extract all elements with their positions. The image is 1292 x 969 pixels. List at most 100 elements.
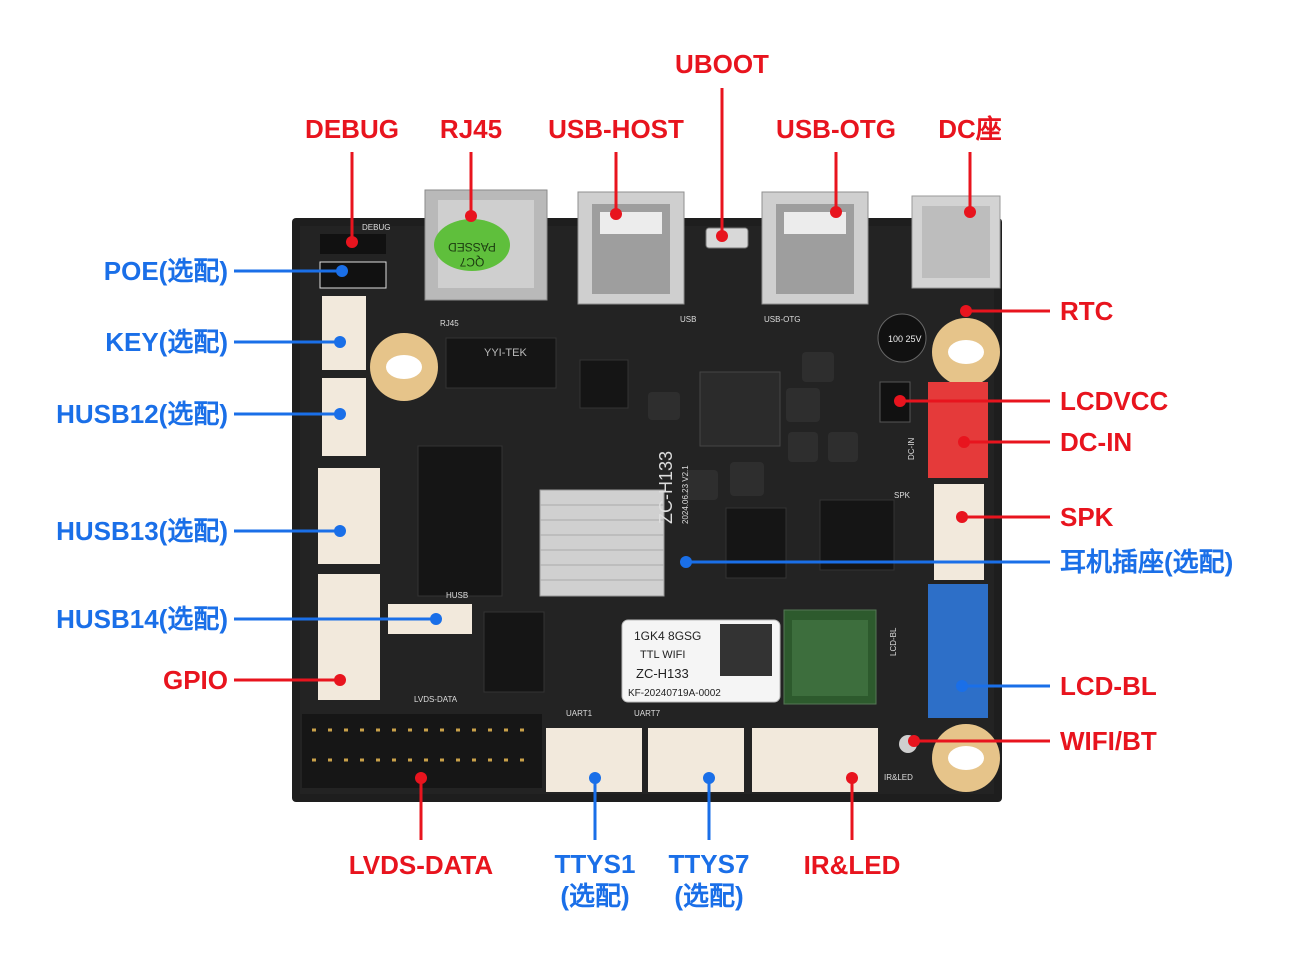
- label-ttys7-name: TTYS7: [668, 849, 750, 879]
- dot-ttys7: [703, 772, 715, 784]
- dot-wifi-bt: [908, 735, 920, 747]
- silk-date: 2024.06.23 V2.1: [681, 465, 690, 524]
- silk-yyitek: YYI-TEK: [484, 347, 527, 359]
- main-soc: [699, 371, 781, 447]
- qr-code: [720, 624, 772, 676]
- label-ttys1-optional: (选配): [560, 881, 630, 911]
- sticker-line-4: KF-20240719A-0002: [628, 688, 721, 699]
- callout-lines: [234, 88, 1050, 840]
- capacitor-text: 100 25V: [888, 334, 922, 344]
- silk-uart1: UART1: [566, 709, 593, 718]
- dot-headphone: [680, 556, 692, 568]
- dot-usb-host: [610, 208, 622, 220]
- silk-uart7: UART7: [634, 709, 661, 718]
- key-connector: [322, 296, 366, 370]
- label-lcd-bl: LCD-BL: [1060, 671, 1157, 701]
- label-dc-in: DC-IN: [1060, 427, 1133, 457]
- mounting-hole-left: [370, 333, 438, 401]
- label-husb12: HUSB12(选配): [56, 399, 228, 429]
- silk-irled: IR&LED: [884, 773, 913, 782]
- inductor-3: [788, 432, 818, 462]
- rj45-badge-text-2: QC7: [459, 255, 484, 269]
- dot-usb-otg: [830, 206, 842, 218]
- label-gpio: GPIO: [162, 665, 228, 695]
- mounting-hole-right-top: [932, 318, 1000, 386]
- usb-otg-port: [761, 191, 869, 305]
- dot-spk: [956, 511, 968, 523]
- dot-poe: [336, 265, 348, 277]
- dot-husb13: [334, 525, 346, 537]
- dot-uboot: [716, 230, 728, 242]
- dot-debug: [346, 236, 358, 248]
- silk-husb: HUSB: [446, 591, 468, 600]
- label-ttys1: TTYS1 (选配): [535, 848, 655, 912]
- dot-dc-in: [958, 436, 970, 448]
- chip-mid: [725, 507, 787, 579]
- ir-led-connector: [752, 728, 878, 792]
- mounting-hole-right-bottom: [932, 724, 1000, 792]
- silk-rj45: RJ45: [440, 319, 459, 328]
- chip-right: [819, 499, 895, 571]
- dot-husb12: [334, 408, 346, 420]
- label-usb-otg: USB-OTG: [776, 114, 896, 144]
- label-rj45: RJ45: [439, 114, 503, 144]
- dc-in-connector: [928, 382, 988, 478]
- dot-husb14: [430, 613, 442, 625]
- dot-ir-led: [846, 772, 858, 784]
- dc-socket: [911, 195, 1001, 289]
- spk-connector: [934, 484, 984, 580]
- silk-lvds: LVDS-DATA: [414, 695, 458, 704]
- sticker-line-2: TTL WIFI: [640, 649, 685, 661]
- inductor-5: [802, 352, 834, 382]
- dram-chip: [417, 445, 503, 597]
- inductor-6: [686, 470, 718, 500]
- inductor-1: [648, 392, 680, 420]
- silk-usb-otg: USB-OTG: [764, 315, 800, 324]
- label-dc-socket: DC座: [938, 114, 1002, 144]
- dot-lvds: [415, 772, 427, 784]
- dot-key: [334, 336, 346, 348]
- dot-rj45: [465, 210, 477, 222]
- label-uboot: UBOOT: [675, 49, 769, 79]
- label-debug: DEBUG: [305, 114, 399, 144]
- sticker-line-1: 1GK4 8GSG: [634, 629, 701, 643]
- label-poe: POE(选配): [103, 256, 228, 286]
- silk-debug: DEBUG: [362, 223, 390, 232]
- label-husb14: HUSB14(选配): [56, 604, 228, 634]
- inductor-4: [828, 432, 858, 462]
- dot-dc: [964, 206, 976, 218]
- heatsink: [539, 489, 665, 597]
- codec-chip: [579, 359, 629, 409]
- label-ttys7: TTYS7 (选配): [649, 848, 769, 912]
- label-usb-host: USB-HOST: [548, 114, 684, 144]
- label-lcdvcc: LCDVCC: [1060, 386, 1169, 416]
- dot-lcd-bl: [956, 680, 968, 692]
- silk-dc-in: DC-IN: [907, 438, 916, 460]
- dot-ttys1: [589, 772, 601, 784]
- callout-dots: [334, 206, 976, 784]
- dot-gpio: [334, 674, 346, 686]
- label-headphone: 耳机插座(选配): [1060, 547, 1234, 577]
- usb-host-port: [577, 191, 685, 305]
- phy-chip: [445, 337, 557, 389]
- rj45-jack: PASSED QC7: [424, 189, 548, 301]
- silk-spk: SPK: [894, 491, 911, 500]
- inductor-7: [730, 462, 764, 496]
- label-ir-led: IR&LED: [803, 850, 901, 880]
- label-husb13: HUSB13(选配): [56, 516, 228, 546]
- label-wifi-bt: WIFI/BT: [1060, 726, 1157, 756]
- emmc-chip: [483, 611, 545, 693]
- ttys7-connector: [648, 728, 744, 792]
- poe-header: [319, 261, 387, 289]
- silk-lcd-bl: LCD-BL: [889, 627, 898, 656]
- label-spk: SPK: [1060, 502, 1114, 532]
- label-lvds-data: LVDS-DATA: [348, 850, 494, 880]
- electrolytic-capacitor: [877, 313, 927, 363]
- inductor-2: [786, 388, 820, 422]
- husb13-connector: [318, 468, 380, 564]
- label-ttys7-optional: (选配): [674, 881, 744, 911]
- label-ttys1-name: TTYS1: [554, 849, 636, 879]
- dot-rtc: [960, 305, 972, 317]
